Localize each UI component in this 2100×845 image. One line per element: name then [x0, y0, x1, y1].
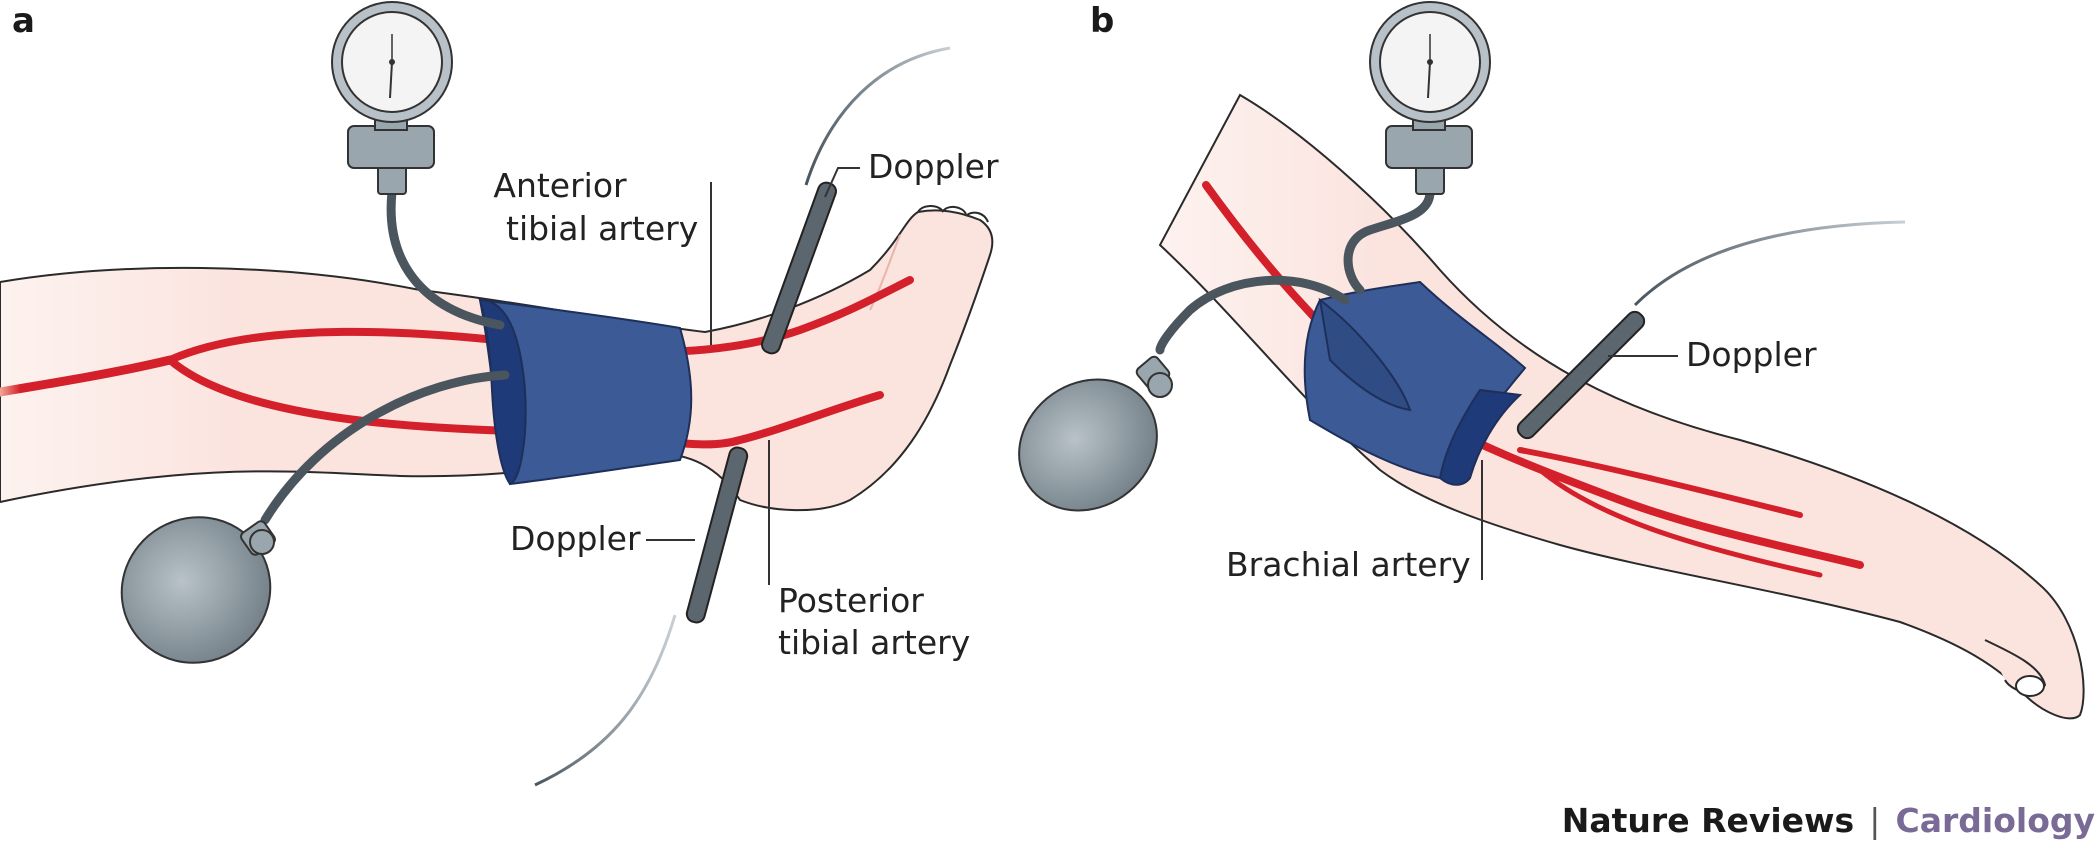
anterior-label-line2: tibial artery — [506, 209, 698, 248]
credit-separator: | — [1869, 801, 1880, 840]
posterior-label-line1: Posterior — [778, 581, 924, 620]
inflation-bulb-icon — [1018, 355, 1173, 512]
panel-b: b — [1018, 1, 2085, 720]
brachial-label: Brachial artery — [1226, 545, 1471, 584]
bulb-tube — [260, 370, 510, 525]
doppler-top-label: Doppler — [868, 147, 999, 186]
sphygmomanometer-gauge-icon — [331, 1, 453, 195]
panel-a: a — [0, 1, 999, 787]
brachial-artery — [1202, 181, 1864, 569]
panel-b-letter: b — [1090, 1, 1114, 41]
doppler-top-leader — [824, 167, 860, 198]
blood-pressure-cuff-icon — [478, 298, 693, 486]
gauge-tube — [386, 187, 505, 330]
gauge-tube — [1343, 187, 1435, 295]
blood-pressure-cuff-icon — [1303, 280, 1527, 486]
journal-credit-text: Nature Reviews | Cardiology — [1562, 801, 2095, 840]
doppler-bottom-label: Doppler — [510, 519, 641, 558]
arm-outline — [1158, 93, 2085, 720]
femoral-artery — [0, 355, 175, 397]
panel-a-letter: a — [12, 1, 35, 41]
toes — [917, 205, 989, 223]
doppler-b-label: Doppler — [1686, 335, 1817, 374]
bulb-tube — [1155, 275, 1350, 355]
journal-name: Nature Reviews — [1562, 801, 1854, 840]
posterior-label-line2: tibial artery — [778, 623, 970, 662]
anterior-label-line1: Anterior — [493, 166, 627, 205]
doppler-probe-icon — [1516, 220, 1906, 440]
doppler-probe-icon — [761, 46, 951, 355]
inflation-bulb-icon — [120, 516, 276, 664]
doppler-probe-icon — [534, 446, 749, 787]
sphygmomanometer-gauge-icon — [1369, 1, 1491, 195]
journal-credit: Nature Reviews | Cardiology — [1562, 801, 2095, 840]
journal-section: Cardiology — [1896, 801, 2095, 840]
